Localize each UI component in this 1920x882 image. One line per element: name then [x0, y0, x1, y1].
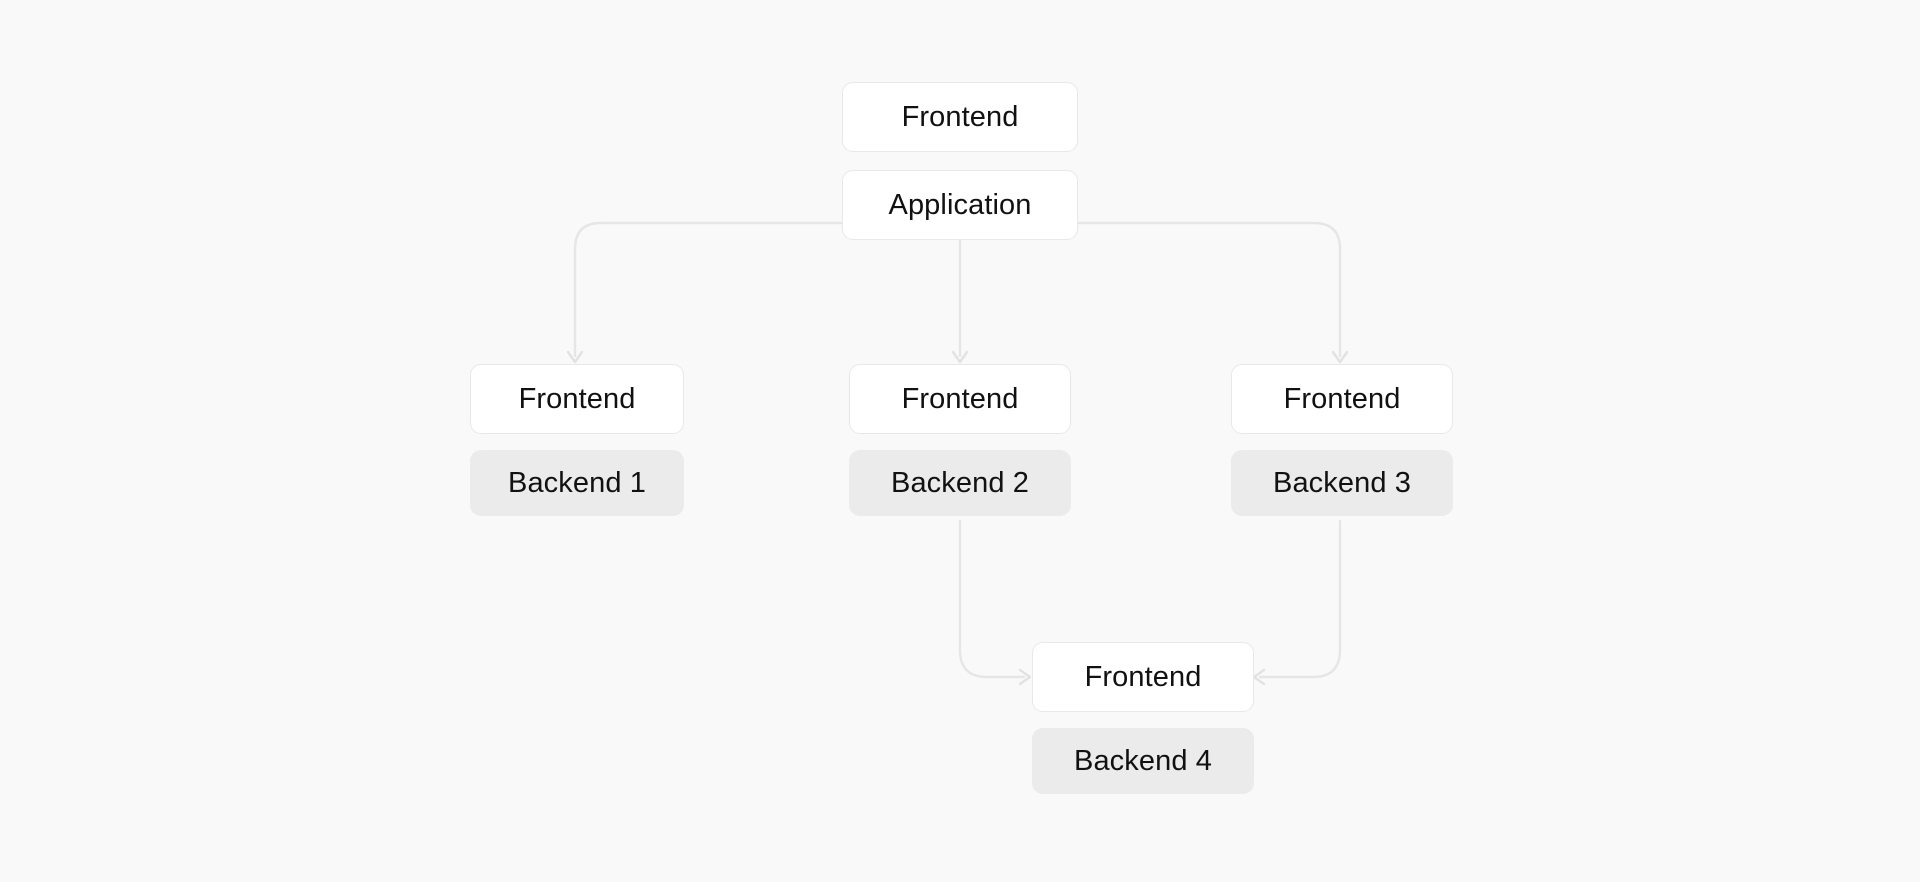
node-group-application: Application	[842, 170, 1078, 240]
node-label: Frontend	[901, 382, 1019, 415]
stack-gap	[470, 434, 684, 450]
node-application[interactable]: Application	[842, 170, 1078, 240]
node-label: Frontend	[518, 382, 636, 415]
node-label: Backend 3	[1273, 466, 1411, 499]
node-label: Backend 2	[891, 466, 1029, 499]
node-child1-frontend[interactable]: Frontend	[470, 364, 684, 434]
node-child1-backend[interactable]: Backend 1	[470, 450, 684, 516]
edge-application-to-child1	[573, 221, 844, 358]
node-group-child3: Frontend Backend 3	[1231, 364, 1453, 516]
node-child2-frontend[interactable]: Frontend	[849, 364, 1071, 434]
node-group-child1: Frontend Backend 1	[470, 364, 684, 516]
node-child4-frontend[interactable]: Frontend	[1032, 642, 1254, 712]
edge-child2backend-to-child4	[958, 519, 1026, 679]
stack-gap	[1231, 434, 1453, 450]
node-label: Backend 4	[1074, 744, 1212, 777]
node-child2-backend[interactable]: Backend 2	[849, 450, 1071, 516]
node-group-child2: Frontend Backend 2	[849, 364, 1071, 516]
node-label: Frontend	[901, 100, 1019, 133]
arrowhead-left-child4-icon	[1252, 668, 1266, 686]
node-group-child4: Frontend Backend 4	[1032, 642, 1254, 794]
stack-gap	[1032, 712, 1254, 728]
arrowhead-down-child1-icon	[566, 350, 584, 364]
node-label: Frontend	[1283, 382, 1401, 415]
node-label: Backend 1	[508, 466, 646, 499]
node-child4-backend[interactable]: Backend 4	[1032, 728, 1254, 794]
node-root-frontend[interactable]: Frontend	[842, 82, 1078, 152]
node-label: Application	[888, 188, 1032, 221]
arrowhead-right-child4-icon	[1018, 668, 1032, 686]
node-child3-backend[interactable]: Backend 3	[1231, 450, 1453, 516]
edge-child3backend-to-child4	[1258, 519, 1342, 679]
node-child3-frontend[interactable]: Frontend	[1231, 364, 1453, 434]
node-label: Frontend	[1084, 660, 1202, 693]
node-group-root: Frontend	[842, 82, 1078, 152]
arrowhead-down-child3-icon	[1331, 350, 1349, 364]
edge-application-to-child3	[1076, 221, 1342, 358]
arrowhead-down-child2-icon	[951, 350, 969, 364]
stack-gap	[849, 434, 1071, 450]
